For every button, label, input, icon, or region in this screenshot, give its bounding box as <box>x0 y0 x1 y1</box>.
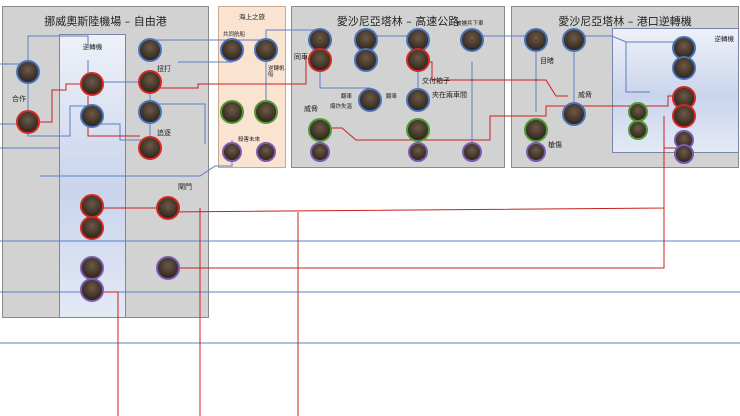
label-pushed-out: 被擄兵下車 <box>456 21 484 27</box>
node-hw-4[interactable] <box>354 48 378 72</box>
node-hw-12[interactable] <box>310 142 330 162</box>
panel-port-inversion-title: 逆轉機 <box>714 35 735 43</box>
node-airport-fight-1[interactable] <box>138 38 162 62</box>
label-gun-wound: 槍傷 <box>548 141 562 149</box>
node-airport-gate[interactable] <box>156 196 180 220</box>
node-airport-chase[interactable] <box>138 136 162 160</box>
inverted-time-lines <box>40 56 684 416</box>
label-sail-together: 共同航船 <box>223 32 246 38</box>
label-kill-future: 殺害未來 <box>238 137 261 143</box>
label-flip: 翻車 <box>341 94 353 100</box>
node-airport-fight-2[interactable] <box>138 70 162 94</box>
node-hw-3[interactable] <box>354 28 378 52</box>
label-threaten-1: 威脅 <box>304 105 318 113</box>
panel-oslo-inversion-title: 逆轉機 <box>82 43 103 51</box>
node-airport-inv-1[interactable] <box>80 72 104 96</box>
node-port-inv-4[interactable] <box>672 104 696 128</box>
node-port-inv-6[interactable] <box>628 120 648 140</box>
label-witness: 目睹 <box>540 57 554 65</box>
label-threaten-2: 威脅 <box>578 91 592 99</box>
node-port-inv-1[interactable] <box>672 36 696 60</box>
character-nodes <box>16 28 696 302</box>
label-cooperate: 合作 <box>12 95 26 103</box>
label-flip2: 翻車 <box>386 94 398 100</box>
node-hw-1[interactable] <box>308 28 332 52</box>
node-airport-gate-2[interactable] <box>156 256 180 280</box>
node-sea-1[interactable] <box>220 38 244 62</box>
node-hw-14[interactable] <box>462 142 482 162</box>
node-sea-2[interactable] <box>254 38 278 62</box>
node-hw-6[interactable] <box>406 48 430 72</box>
panel-sea-voyage-title: 海上之旅 <box>239 13 265 21</box>
node-port-5[interactable] <box>526 142 546 162</box>
node-airport-inv-2[interactable] <box>80 104 104 128</box>
node-port-1[interactable] <box>524 28 548 52</box>
node-airport-inv-6[interactable] <box>80 278 104 302</box>
node-port-inv-5[interactable] <box>628 102 648 122</box>
node-airport-fight-3[interactable] <box>138 100 162 124</box>
panel-sea-voyage: 海上之旅 <box>218 6 286 168</box>
node-hw-11[interactable] <box>406 118 430 142</box>
label-reversal-sail: 逆轉帆船 <box>268 66 285 78</box>
node-airport-inv-5[interactable] <box>80 256 104 280</box>
node-port-4[interactable] <box>524 118 548 142</box>
node-airport-inv-3[interactable] <box>80 194 104 218</box>
horizontal-guide-lines <box>0 147 740 344</box>
node-port-inv-8[interactable] <box>674 144 694 164</box>
node-airport-inv-4[interactable] <box>80 216 104 240</box>
node-port-2[interactable] <box>562 28 586 52</box>
node-port-3[interactable] <box>562 102 586 126</box>
node-sea-5[interactable] <box>222 142 242 162</box>
label-same-car: 同車 <box>294 53 308 61</box>
node-sea-6[interactable] <box>256 142 276 162</box>
panel-oslo-airport-title: 挪威奧斯陸機場 – 自由港 <box>44 15 167 28</box>
node-sea-3[interactable] <box>220 100 244 124</box>
label-sandwich: 夾在兩車間 <box>432 91 467 99</box>
node-hw-9[interactable] <box>406 88 430 112</box>
node-port-inv-2[interactable] <box>672 56 696 80</box>
panel-tallinn-port-title: 愛沙尼亞塔林 – 港口逆轉機 <box>558 15 692 28</box>
node-hw-13[interactable] <box>408 142 428 162</box>
node-hw-8[interactable] <box>358 88 382 112</box>
label-door: 閘門 <box>178 183 192 191</box>
node-airport-protagonist[interactable] <box>16 60 40 84</box>
node-hw-5[interactable] <box>406 28 430 52</box>
label-explosion: 爆炸失溫 <box>330 104 353 110</box>
node-airport-inverted[interactable] <box>16 110 40 134</box>
node-hw-10[interactable] <box>308 118 332 142</box>
node-hw-2[interactable] <box>308 48 332 72</box>
label-hand-box: 交付箱子 <box>422 77 450 85</box>
node-hw-7[interactable] <box>460 28 484 52</box>
node-sea-4[interactable] <box>254 100 278 124</box>
label-fight: 扭打 <box>157 65 171 73</box>
label-chase: 追逐 <box>157 129 171 137</box>
panel-tallinn-highway-title: 愛沙尼亞塔林 – 高速公路 <box>336 15 460 28</box>
